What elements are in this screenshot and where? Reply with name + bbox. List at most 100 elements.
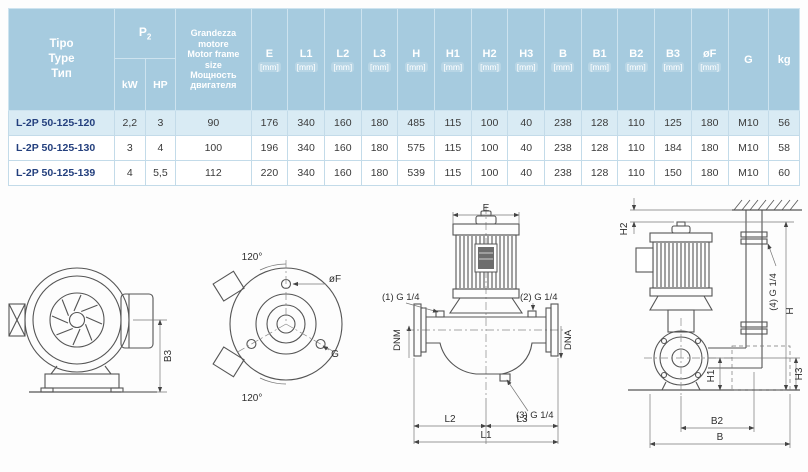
cell-value: 180 bbox=[690, 160, 729, 186]
cell-value: 180 bbox=[360, 110, 399, 136]
cell-value: 575 bbox=[397, 135, 436, 161]
cell-value: 160 bbox=[323, 110, 362, 136]
side-ports bbox=[212, 270, 245, 378]
ceiling-hatch bbox=[732, 199, 802, 211]
cell-value: 160 bbox=[323, 160, 362, 186]
col-header-hp: HP bbox=[144, 58, 177, 111]
cell-value: 115 bbox=[434, 135, 472, 161]
table-row: L-2P 50-125-130 3 4 100 196 340 160 180 … bbox=[8, 135, 800, 161]
dim-label-h3: H3 bbox=[794, 367, 805, 380]
cell-value: 40 bbox=[507, 135, 546, 161]
angle-arcs bbox=[259, 263, 330, 385]
col-header-of: øF[mm] bbox=[690, 8, 729, 111]
dim-label-l1: L1 bbox=[480, 430, 492, 441]
col-header-p2: P2 bbox=[113, 8, 177, 59]
drawing-side-installation-view: H2 H H3 H1 (4) G 1/4 B2 B bbox=[619, 198, 805, 448]
dimension-lines bbox=[413, 212, 559, 445]
port-label-1: (1) G 1/4 bbox=[382, 292, 420, 303]
col-header-b1: B1[mm] bbox=[580, 8, 619, 111]
cell-kg: 56 bbox=[768, 110, 800, 136]
dim-label-l2: L2 bbox=[444, 414, 456, 425]
cell-value: 238 bbox=[544, 160, 582, 186]
cell-value: 238 bbox=[544, 110, 582, 136]
cell-value: 110 bbox=[617, 110, 656, 136]
cell-value: 125 bbox=[654, 110, 692, 136]
cell-value: 340 bbox=[287, 135, 325, 161]
dim-label-dnm: DNM bbox=[392, 329, 403, 351]
dim-label-l3: L3 bbox=[516, 414, 528, 425]
cell-value: 176 bbox=[250, 110, 289, 136]
centerlines bbox=[234, 260, 338, 354]
cell-g: M10 bbox=[727, 110, 770, 136]
cell-kg: 60 bbox=[768, 160, 800, 186]
port-label-4: (4) G 1/4 bbox=[768, 273, 779, 311]
cell-value: 100 bbox=[470, 160, 509, 186]
table-row: L-2P 50-125-139 4 5,5 112 220 340 160 18… bbox=[8, 160, 800, 186]
vertical-pipe bbox=[708, 210, 768, 369]
discharge-flange bbox=[8, 303, 26, 337]
cell-value: 180 bbox=[690, 135, 729, 161]
cell-value: 128 bbox=[580, 160, 619, 186]
cell-value: 180 bbox=[360, 135, 399, 161]
dim-label-dna: DNA bbox=[563, 329, 574, 350]
type-label-en: Type bbox=[48, 53, 75, 66]
port-label-3: (3) G 1/4 bbox=[516, 410, 554, 421]
cell-kg: 58 bbox=[768, 135, 800, 161]
dim-label-g: G bbox=[331, 349, 339, 360]
drawing-inline-front-view: E (1) G 1/4 (2) G 1/4 (3) G 1/4 DNM DNA … bbox=[382, 203, 574, 445]
cell-kw: 4 bbox=[114, 160, 146, 186]
col-header-l1: L1[mm] bbox=[287, 8, 325, 111]
col-header-l3: L3[mm] bbox=[360, 8, 399, 111]
cell-value: 220 bbox=[250, 160, 289, 186]
dim-label-120-top: 120° bbox=[242, 252, 263, 263]
cell-value: 40 bbox=[507, 160, 546, 186]
dimension-lines bbox=[630, 198, 800, 448]
dim-label-h2: H2 bbox=[619, 222, 630, 235]
centerlines bbox=[406, 206, 566, 396]
cell-value: 340 bbox=[287, 110, 325, 136]
cell-value: 128 bbox=[580, 135, 619, 161]
fan-blades-icon bbox=[51, 294, 103, 346]
cell-value: 180 bbox=[360, 160, 399, 186]
cell-value: 40 bbox=[507, 110, 546, 136]
drawing-pump-front-view: B3 bbox=[8, 267, 174, 393]
cell-hp: 3 bbox=[144, 110, 177, 136]
dim-label-of: øF bbox=[329, 274, 341, 285]
cell-g: M10 bbox=[727, 135, 770, 161]
dimension-lines-b3 bbox=[121, 319, 167, 393]
cell-value: 340 bbox=[287, 160, 325, 186]
dim-label-120-bottom: 120° bbox=[242, 393, 263, 404]
cell-value: 128 bbox=[580, 110, 619, 136]
cell-type: L-2P 50-125-130 bbox=[8, 135, 115, 161]
cell-g: M10 bbox=[727, 160, 770, 186]
cell-value: 115 bbox=[434, 160, 472, 186]
dim-label-b: B bbox=[717, 432, 724, 443]
col-header-kg: kg bbox=[768, 8, 800, 111]
counterflange-outline bbox=[731, 345, 791, 391]
col-header-kw: kW bbox=[114, 58, 146, 111]
type-label-ru: Тип bbox=[51, 67, 72, 80]
col-header-b3: B3[mm] bbox=[654, 8, 692, 111]
cell-value: 180 bbox=[690, 110, 729, 136]
cell-hp: 4 bbox=[144, 135, 177, 161]
col-header-type: Tipo Type Тип bbox=[8, 8, 115, 111]
cell-value: 485 bbox=[397, 110, 436, 136]
col-header-h3: H3[mm] bbox=[507, 8, 546, 111]
fan-guard-icon bbox=[24, 267, 130, 373]
cell-value: 110 bbox=[617, 160, 656, 186]
col-header-motor-frame: Grandezza motore Motor frame size Мощнос… bbox=[175, 8, 252, 111]
cell-frame: 112 bbox=[175, 160, 252, 186]
table-row: L-2P 50-125-120 2,2 3 90 176 340 160 180… bbox=[8, 110, 800, 136]
cell-kw: 3 bbox=[114, 135, 146, 161]
leader-lines bbox=[405, 302, 564, 412]
cell-value: 196 bbox=[250, 135, 289, 161]
cell-value: 115 bbox=[434, 110, 472, 136]
col-header-h1: H1[mm] bbox=[434, 8, 472, 111]
cell-value: 539 bbox=[397, 160, 436, 186]
type-label-it: Tipo bbox=[49, 38, 74, 51]
dim-label-h1: H1 bbox=[706, 369, 717, 382]
cell-type: L-2P 50-125-139 bbox=[8, 160, 115, 186]
col-header-b2: B2[mm] bbox=[617, 8, 656, 111]
cell-value: 160 bbox=[323, 135, 362, 161]
cell-value: 238 bbox=[544, 135, 582, 161]
